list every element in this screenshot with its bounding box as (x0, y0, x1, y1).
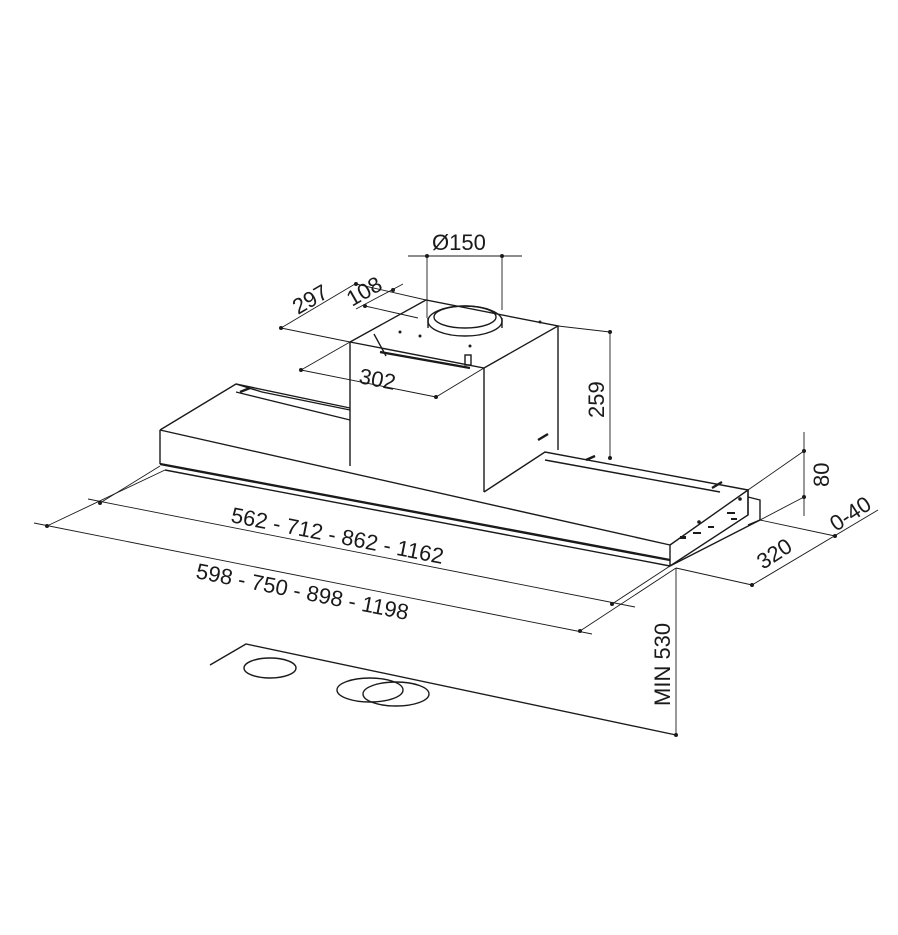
dim-chimney-width: 302 (357, 363, 398, 395)
dim-duct-offset: 108 (342, 271, 386, 311)
hood-body (159, 383, 761, 568)
dimension-lines (33, 254, 879, 737)
cooktop (209, 643, 677, 736)
dim-body-depth: 320 (752, 533, 796, 574)
dim-duct-diameter: Ø150 (432, 230, 486, 255)
dim-body-height: 80 (809, 463, 834, 487)
dim-front-offset: 0-40 (825, 491, 876, 536)
dim-min-height: MIN 530 (650, 623, 675, 706)
dim-chimney-depth: 297 (288, 279, 332, 319)
dim-chimney-height: 259 (584, 381, 609, 418)
